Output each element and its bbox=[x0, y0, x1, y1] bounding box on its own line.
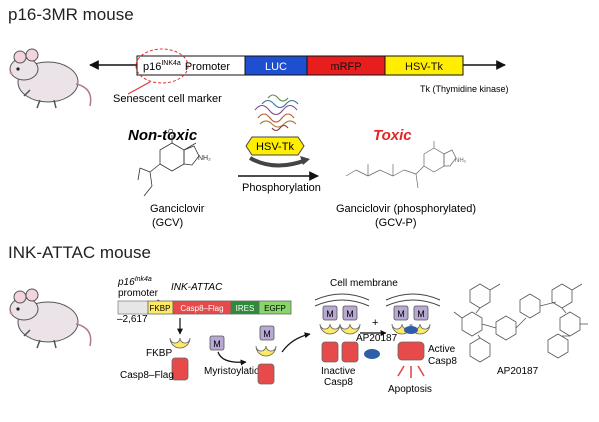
gcv-molecule bbox=[137, 135, 200, 197]
ap20187-structure-label: AP20187 bbox=[497, 366, 539, 377]
curved-transfer-arrow bbox=[249, 156, 307, 168]
egfp-segment bbox=[258, 300, 292, 315]
section2-title: INK-ATTAC mouse bbox=[8, 243, 151, 262]
myristoyl-group bbox=[209, 335, 225, 351]
mouse-illustration-1 bbox=[9, 48, 92, 109]
callout-line bbox=[127, 81, 151, 95]
ink-attac-label: INK-ATTAC bbox=[171, 282, 223, 293]
inactive-casp8-dimer bbox=[319, 305, 361, 363]
fkbp-segment-label: FKBP bbox=[150, 304, 171, 313]
luc-label: LUC bbox=[265, 61, 287, 73]
position-label: –2,617 bbox=[117, 314, 148, 325]
toxic-label: Toxic bbox=[373, 127, 412, 144]
m-label-3: M bbox=[326, 309, 334, 319]
casp8-flag-protein-label: Casp8–Flag bbox=[120, 370, 174, 381]
fkbp-casp8-monomer bbox=[169, 337, 191, 381]
gcvp-nh2: NH₂ bbox=[455, 158, 467, 164]
gcv-o: O bbox=[168, 129, 174, 136]
p16-ink4a-label: p16Ink4a bbox=[117, 276, 152, 288]
non-toxic-label: Non-toxic bbox=[128, 127, 198, 144]
gcvp-abbr: (GCV-P) bbox=[375, 217, 417, 229]
hsv-tk-enzyme-shape bbox=[245, 136, 305, 156]
ires-segment-label: IRES bbox=[236, 304, 255, 313]
mouse-illustration-2 bbox=[9, 288, 92, 349]
promoter-region bbox=[117, 300, 149, 315]
promoter-label-2: promoter bbox=[118, 288, 159, 299]
apoptosis-label: Apoptosis bbox=[388, 384, 432, 395]
fkbp-protein-label: FKBP bbox=[146, 348, 172, 359]
hsv-tk-segment-label: HSV-Tk bbox=[405, 61, 443, 73]
myristoylated-monomer bbox=[255, 325, 277, 385]
m-label-6: M bbox=[417, 309, 425, 319]
m-label-2: M bbox=[263, 329, 271, 339]
promoter-highlight-circle bbox=[135, 48, 189, 84]
hsv-tk-segment bbox=[384, 55, 464, 76]
ap20187-structure bbox=[453, 283, 588, 363]
phosphorylation-label: Phosphorylation bbox=[242, 182, 321, 194]
gcv-nh2: NH₂ bbox=[198, 155, 211, 162]
senescent-marker-label: Senescent cell marker bbox=[113, 93, 222, 105]
ap20187-label: AP20187 bbox=[356, 333, 398, 344]
membrane-targeting-arrow bbox=[281, 332, 311, 353]
gcv-name: Ganciclovir bbox=[150, 203, 205, 215]
hsv-tk-protein-structure bbox=[254, 94, 299, 132]
gcvp-name: Ganciclovir (phosphorylated) bbox=[336, 203, 476, 215]
gcv-abbr: (GCV) bbox=[152, 217, 183, 229]
egfp-segment-label: EGFP bbox=[264, 304, 286, 313]
section1-title: p16-3MR mouse bbox=[8, 5, 134, 24]
hsv-tk-enzyme-label: HSV-Tk bbox=[256, 141, 294, 153]
inactive-casp8-label: Casp8 bbox=[324, 377, 353, 388]
m-label-4: M bbox=[346, 309, 354, 319]
tk-label: Tk (Thymidine kinase) bbox=[420, 84, 509, 94]
ap20187-molecule-shape bbox=[364, 349, 380, 359]
active-casp8-dimer bbox=[391, 305, 431, 378]
curved-arrow-head bbox=[300, 156, 310, 165]
cell-membrane bbox=[314, 293, 441, 307]
myristoylation-arrow bbox=[217, 351, 247, 366]
myristoylation-label: Myristoylation bbox=[204, 366, 265, 377]
plus-sign: + bbox=[372, 317, 378, 329]
inactive-label: Inactive bbox=[321, 366, 356, 377]
m-label-5: M bbox=[397, 309, 405, 319]
cell-membrane-label: Cell membrane bbox=[330, 278, 398, 289]
mrfp-label: mRFP bbox=[330, 61, 361, 73]
active-label: Active bbox=[428, 344, 456, 355]
gcvp-molecule bbox=[345, 141, 457, 189]
active-casp8-label: Casp8 bbox=[428, 356, 457, 367]
m-label-1: M bbox=[213, 339, 221, 349]
casp8-segment-label: Casp8–Flag bbox=[180, 304, 223, 313]
